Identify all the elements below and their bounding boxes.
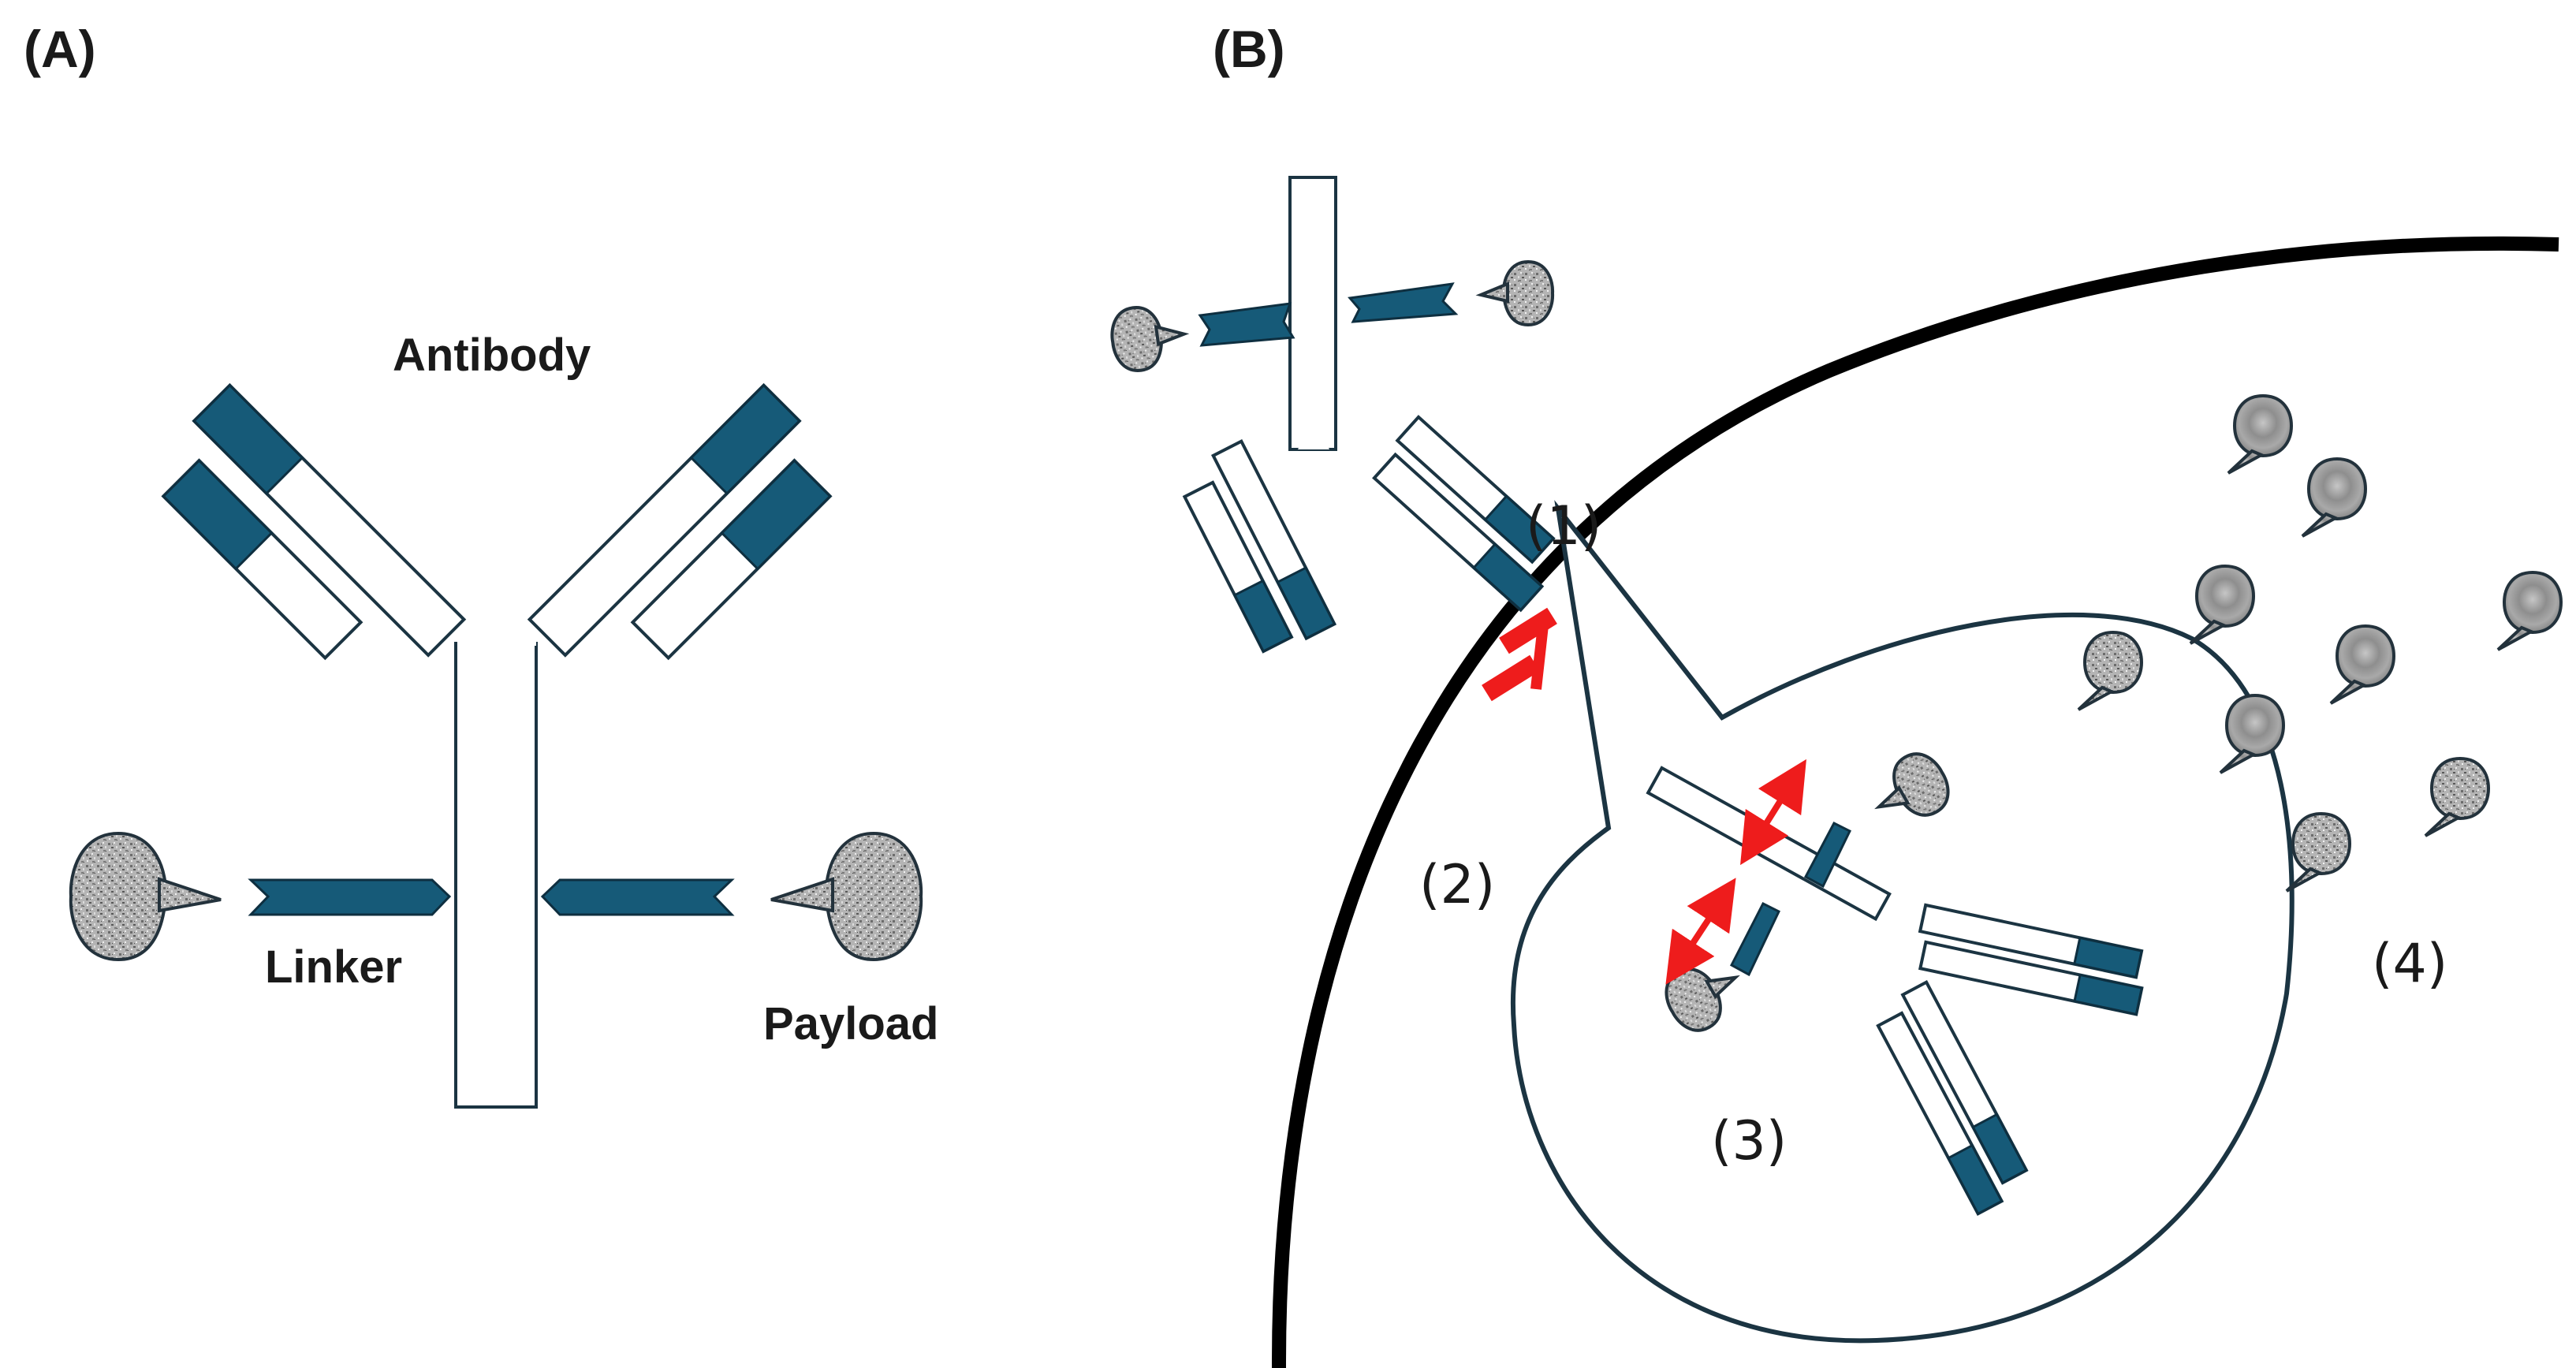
antibody-right-arm: [527, 382, 833, 661]
heavy-chain-left-variable: [192, 383, 304, 495]
release-arrow-2: [1665, 878, 1736, 985]
linker-label: Linker: [265, 941, 402, 993]
stem: [1288, 176, 1337, 451]
step-4-label: (4): [2372, 933, 2447, 995]
endosome: [1510, 500, 2295, 1344]
antibody-left-arm: [161, 382, 467, 661]
panel-b: (B): [1106, 20, 2563, 1368]
panel-a: (A) Antibody Linker Payload: [24, 20, 938, 1109]
panel-b-label: (B): [1213, 20, 1285, 78]
antibody-stem: [454, 642, 538, 1109]
receptor: [1482, 607, 1557, 702]
step-1-label: (1): [1526, 495, 1601, 557]
payload-label: Payload: [763, 998, 938, 1049]
payload-right: [770, 832, 923, 961]
light-chain-left-variable: [162, 459, 274, 571]
step-2-label: (2): [1419, 854, 1495, 916]
cell-membrane: [1271, 236, 2559, 1368]
release-arrow-1: [1740, 759, 1806, 866]
adc-extracellular: [1106, 176, 1556, 654]
panel-a-label: (A): [24, 20, 96, 78]
antibody-label: Antibody: [393, 330, 591, 381]
payload-left: [69, 832, 222, 961]
linker-right: [540, 878, 735, 916]
light-chain-right-variable: [720, 459, 832, 571]
step-3-label: (3): [1711, 1110, 1787, 1172]
heavy-chain-right-variable: [689, 383, 801, 495]
adc-internalized: [1646, 743, 2144, 1217]
linker-left: [248, 878, 452, 916]
